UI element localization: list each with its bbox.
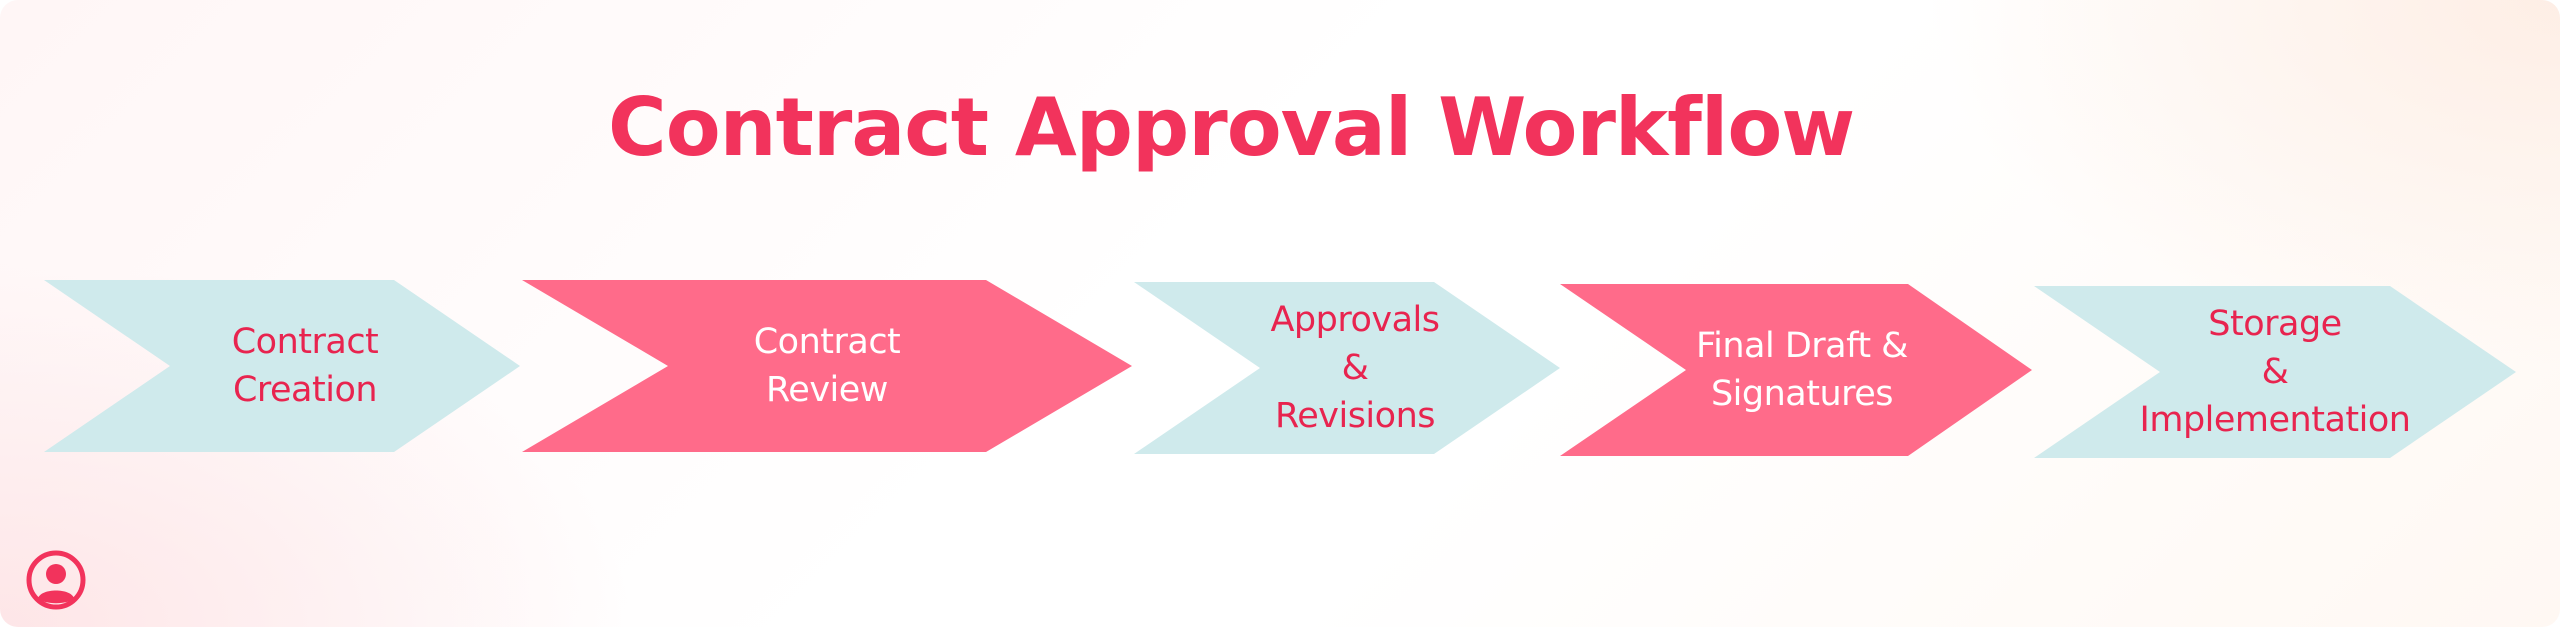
step-label: Contract Review [754, 318, 901, 414]
step-label: Contract Creation [186, 318, 379, 414]
step-label-line: Final Draft & [1696, 326, 1908, 366]
user-circle-icon [26, 550, 86, 610]
chevron-shape [522, 280, 1132, 452]
user-circle-icon-graphic [26, 550, 86, 610]
chevron-shape [44, 280, 520, 452]
step-label: Final Draft & Signatures [1684, 322, 1908, 418]
chevron-shape [2034, 286, 2516, 458]
step-label-line: & [2261, 352, 2289, 392]
step-contract-review: Contract Review [522, 280, 1132, 452]
chevron-shape [1134, 282, 1560, 454]
step-label: Storage & Implementation [2140, 300, 2411, 444]
step-storage-implementation: Storage & Implementation [2034, 286, 2516, 458]
step-label-line: Review [766, 370, 888, 410]
step-label-line: & [1341, 348, 1369, 388]
step-label-line: Implementation [2139, 400, 2411, 440]
step-label-line: Approvals [1270, 300, 1440, 340]
step-approvals-revisions: Approvals & Revisions [1134, 282, 1560, 454]
step-label-line: Creation [232, 370, 378, 410]
step-label-line: Contract [231, 322, 379, 362]
diagram-title: Contract Approval Workflow [608, 81, 1855, 174]
step-final-draft-signatures: Final Draft & Signatures [1560, 284, 2032, 456]
step-label-line: Storage [2208, 304, 2342, 344]
step-label-line: Signatures [1710, 374, 1894, 414]
chevron-shape [1560, 284, 2032, 456]
step-contract-creation: Contract Creation [44, 280, 520, 452]
step-label-line: Revisions [1274, 396, 1436, 436]
step-label-line: Contract [753, 322, 901, 362]
step-label: Approvals & Revisions [1254, 296, 1440, 440]
